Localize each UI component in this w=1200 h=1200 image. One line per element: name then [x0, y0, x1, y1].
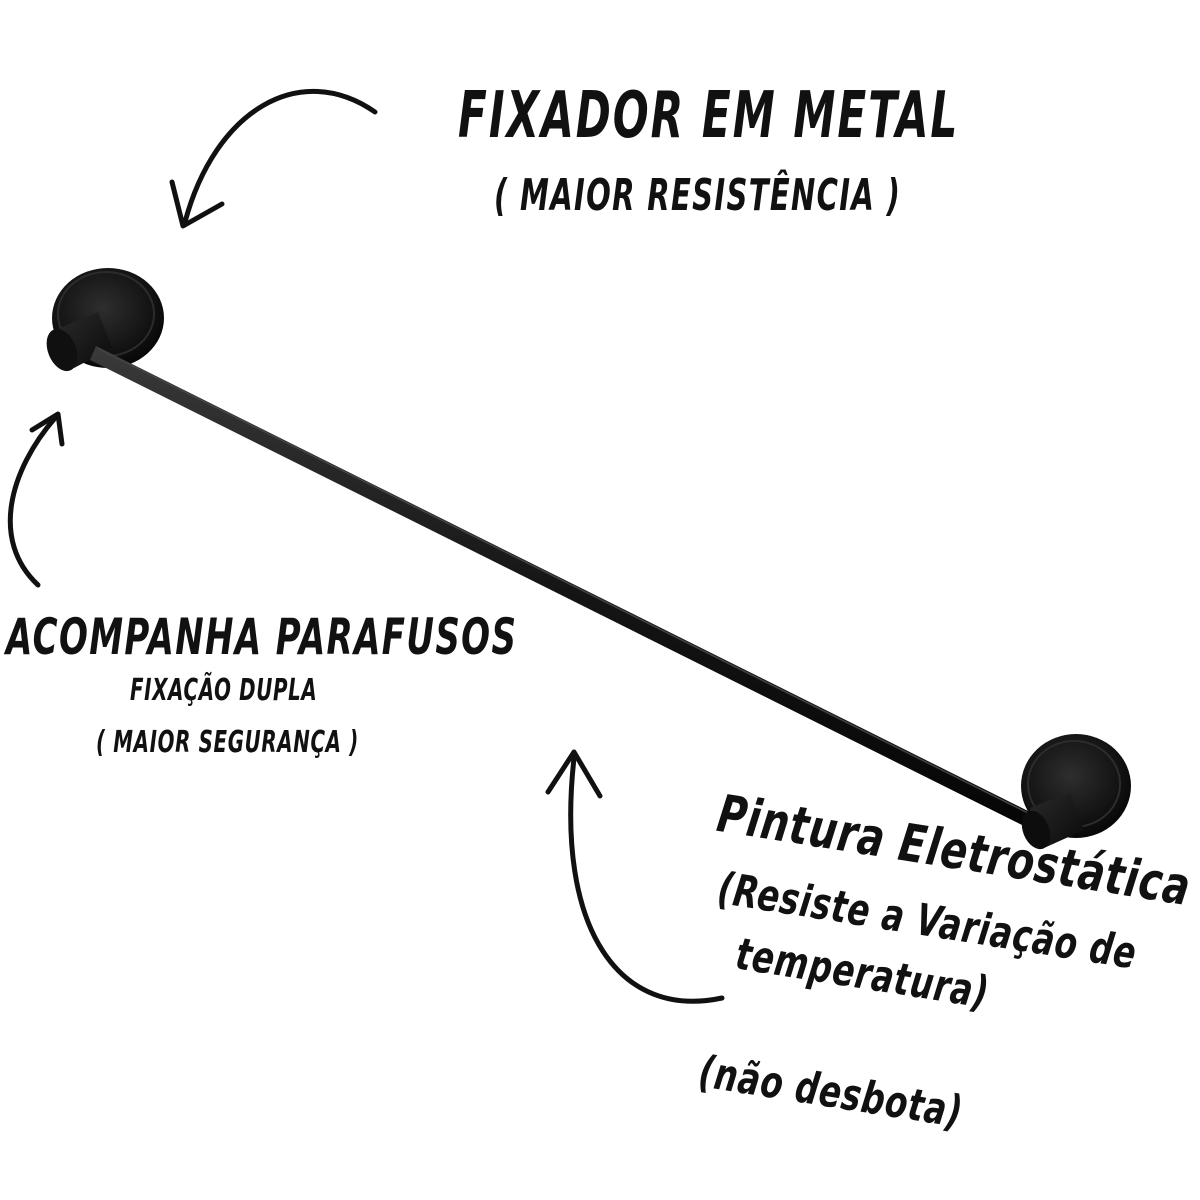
arrow-to-left-mount-icon — [169, 88, 378, 229]
metal-fixer-title: FIXADOR EM METAL — [458, 79, 960, 153]
arrow-to-bar-finish-icon — [545, 749, 725, 1004]
screws-subtitle-2: ( MAIOR SEGURANÇA ) — [96, 725, 359, 760]
metal-fixer-subtitle: ( MAIOR RESISTÊNCIA ) — [494, 170, 902, 221]
towel-bar-rod — [90, 346, 1042, 832]
screws-title: ACOMPANHA PARAFUSOS — [6, 608, 518, 666]
arrow-to-screws-icon — [7, 411, 65, 588]
right-mount — [1021, 734, 1131, 850]
screws-subtitle-1: FIXAÇÃO DUPLA — [130, 673, 318, 708]
